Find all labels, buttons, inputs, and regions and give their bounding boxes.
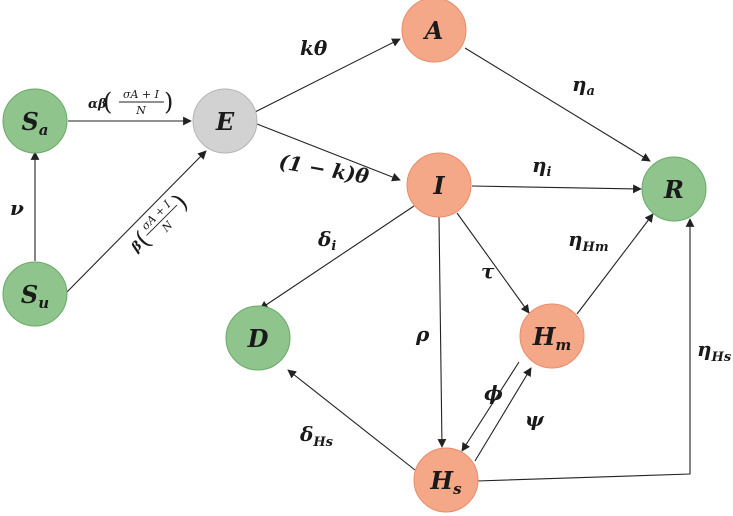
svg-text:δi: δi — [317, 227, 336, 254]
label-i-r-main: η — [532, 153, 547, 177]
svg-text:ηHs: ηHs — [697, 337, 732, 365]
node-sa-sub: a — [39, 121, 49, 139]
label-i-hm: τ — [481, 259, 495, 283]
edge-i-d — [259, 205, 415, 310]
node-i-circle — [406, 152, 472, 218]
edge-e-a — [254, 38, 401, 113]
nodes: Sa Su E A I R D Hm — [2, 0, 707, 513]
svg-text:δHs: δHs — [299, 422, 334, 450]
edge-hm-r — [576, 213, 654, 315]
label-hs-hm: ψ — [525, 407, 545, 431]
node-a: A — [401, 0, 467, 63]
node-su-main: S — [21, 280, 38, 309]
node-i-label: I — [432, 171, 445, 200]
node-r: R — [641, 156, 707, 222]
node-hs-circle — [413, 447, 479, 513]
label-sa-e-open-paren: ( — [103, 88, 112, 116]
label-hm-r-sub: Hm — [582, 240, 609, 255]
svg-text:Hs: Hs — [429, 466, 462, 498]
node-a-label: A — [423, 16, 444, 45]
label-su-sa: ν — [10, 196, 24, 220]
edge-i-hs — [437, 216, 447, 448]
node-e-label: E — [215, 107, 235, 136]
node-hs: Hs — [413, 447, 479, 513]
label-hm-r-main: η — [568, 227, 583, 251]
node-su-circle — [2, 261, 68, 327]
node-a-circle — [401, 0, 467, 63]
node-sa-main: S — [21, 107, 38, 136]
edge-i-hm — [456, 212, 530, 314]
label-hs-r-sub: Hs — [711, 350, 732, 365]
node-sa: Sa — [2, 88, 68, 154]
node-r-label: R — [663, 175, 684, 204]
label-hs-d-sub: Hs — [312, 435, 333, 450]
label-sa-e-denominator: N — [135, 104, 146, 117]
label-i-d-sub: i — [331, 239, 336, 254]
node-i: I — [406, 152, 472, 218]
node-hm-main: H — [532, 322, 557, 351]
label-sa-e: αβ ( σA + I N ) — [88, 88, 173, 117]
node-d-circle — [225, 305, 291, 371]
svg-text:Hm: Hm — [532, 322, 572, 354]
edge-i-r — [471, 184, 642, 194]
edges — [30, 38, 695, 482]
edge-e-i — [256, 123, 401, 182]
label-a-r-sub: a — [587, 84, 595, 99]
edge-hs-hm — [474, 367, 532, 462]
edge-a-r — [464, 47, 651, 162]
node-e: E — [192, 88, 258, 154]
edge-hs-r — [476, 218, 695, 482]
edge-hm-hs — [461, 361, 520, 452]
svg-text:ηHm: ηHm — [568, 227, 609, 255]
label-a-r-main: η — [572, 72, 587, 96]
node-su: Su — [2, 261, 68, 327]
node-hs-main: H — [429, 466, 454, 495]
edge-su-e — [65, 150, 207, 294]
node-d-label: D — [247, 324, 269, 353]
label-e-a: kθ — [300, 36, 328, 60]
node-e-circle — [192, 88, 258, 154]
label-i-hs: ρ — [415, 322, 430, 346]
node-su-sub: u — [38, 294, 49, 312]
node-hm-sub: m — [555, 336, 571, 354]
label-i-d-main: δ — [317, 227, 331, 251]
label-i-r-sub: i — [547, 165, 552, 180]
label-sa-e-prefix: αβ — [88, 97, 107, 112]
label-hs-r-main: η — [697, 337, 712, 361]
svg-text:ηa: ηa — [572, 72, 595, 99]
node-hm-circle — [519, 303, 585, 369]
svg-text:Sa: Sa — [21, 107, 48, 139]
label-sa-e-numerator: σA + I — [123, 88, 160, 101]
svg-text:ηi: ηi — [532, 153, 552, 180]
label-hm-hs: ϕ — [484, 381, 503, 405]
node-r-circle — [641, 156, 707, 222]
edge-hs-d — [287, 369, 416, 471]
label-e-i: (1 − k)θ — [277, 149, 371, 189]
node-hs-sub: s — [453, 480, 462, 498]
node-hm: Hm — [519, 303, 585, 369]
label-su-e-fraction-bar — [146, 204, 178, 236]
label-hs-d-main: δ — [299, 422, 313, 446]
edge-labels: αβ ( σA + I N ) β ( σA + I N ) ν kθ (1 −… — [10, 36, 732, 450]
label-sa-e-close-paren: ) — [164, 88, 173, 116]
node-sa-circle — [2, 88, 68, 154]
svg-text:Su: Su — [21, 280, 49, 312]
node-d: D — [225, 305, 291, 371]
